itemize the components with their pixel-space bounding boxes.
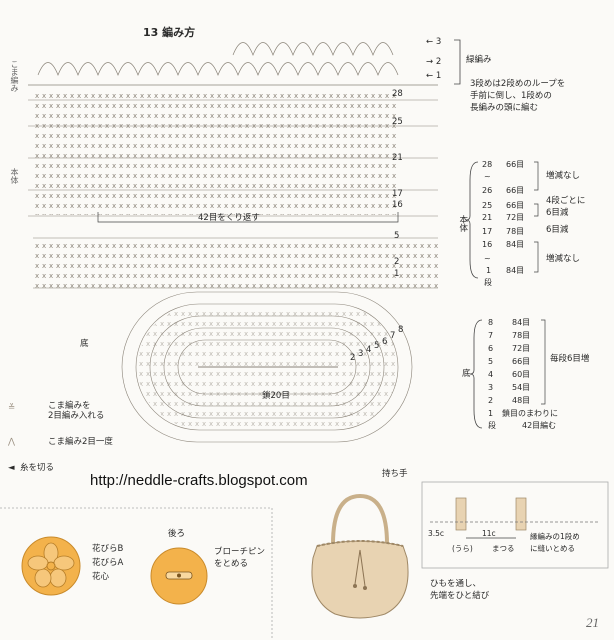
symbol-legend: ≚ こま編みを 2目編み入れる ⋀ こま編み2目一度 ◄ 糸を切る: [8, 401, 128, 482]
body-round-17: 17: [392, 189, 403, 199]
edging-label: 緑編み: [466, 55, 492, 65]
detail-fold: まつる: [492, 544, 515, 553]
body-note-3: 6目減: [546, 208, 569, 218]
body-round-16: 16: [392, 200, 403, 210]
body-chart: x: [28, 42, 438, 289]
detail-note-1: 縁編みの1段め: [530, 532, 580, 541]
body-round-28: 28: [392, 89, 403, 99]
bag-illustration: [311, 493, 409, 619]
back-label: 後ろ: [168, 529, 186, 539]
body-table-bracket: [466, 161, 479, 279]
legend-symbol-cut: ◄: [8, 463, 15, 473]
base-label: 底: [80, 339, 89, 349]
base-round-numbers: 2 3 4 5 6 7 8: [350, 325, 404, 363]
detail-note-2: に縫いとめる: [530, 544, 575, 553]
handle-label: 持ち手: [382, 469, 408, 479]
legend-symbol-decrease: ⋀: [8, 437, 15, 447]
body-table-side-label: 本体: [457, 215, 468, 232]
flower-label-petal-b: 花びらB: [92, 544, 124, 554]
page-number: 21: [586, 615, 599, 630]
string-note-2: 先端をひと結び: [430, 591, 490, 601]
base-table-note: 毎段6目増: [550, 354, 590, 364]
string-note-1: ひもを通し、: [430, 579, 482, 589]
body-round-21: 21: [392, 153, 403, 163]
body-note-4: 6目減: [546, 225, 569, 235]
flower-back-illustration: [150, 547, 208, 605]
left-label-body: 本体: [10, 168, 19, 184]
blog-url: http://neddle-crafts.blogspot.com: [90, 472, 308, 489]
base-table-right-bracket: [541, 319, 546, 405]
legend-text-cut: 糸を切る: [20, 463, 55, 473]
bottom-section-lines: [0, 507, 273, 638]
legend-text-decrease: こま編み2目一度: [48, 437, 113, 447]
chain-label: 鎖20目: [262, 391, 290, 401]
flower-label-center: 花心: [92, 572, 110, 582]
base-table-side-label: 底: [462, 369, 471, 379]
body-table-right-brackets: [534, 161, 539, 273]
rounds-legend: ← 3 → 2 ← 1: [420, 37, 480, 84]
body-round-25: 25: [392, 117, 403, 127]
detail-length: 11c: [482, 529, 496, 538]
body-note-1: 増減なし: [546, 171, 581, 181]
legend-arrow-3: ← 3: [426, 37, 442, 47]
legend-arrow-1: ← 1: [426, 71, 442, 81]
body-note-5: 増減なし: [546, 254, 581, 264]
lower-round-5: 5: [394, 231, 400, 241]
detail-back: (うら): [452, 544, 473, 553]
lower-round-2: 2: [394, 257, 400, 267]
brooch-note-1: ブローチピン: [214, 547, 266, 557]
flower-label-petal-a: 花びらA: [92, 558, 124, 568]
handle-detail: [421, 481, 609, 569]
left-label-edging: こま編み: [10, 60, 19, 92]
legend-symbol-increase: ≚: [8, 403, 16, 413]
legend-text-increase: こま編みを 2目編み入れる: [48, 401, 105, 421]
base-table-bracket: [470, 319, 483, 429]
legend-bracket: [454, 39, 461, 85]
page-title: 13 編み方: [143, 26, 196, 39]
legend-arrow-2: → 2: [426, 57, 442, 67]
brooch-note-2: をとめる: [214, 559, 249, 569]
base-chart: [121, 291, 413, 443]
body-note-2: 4段ごとに: [546, 196, 586, 206]
lower-round-1: 1: [394, 269, 400, 279]
repeat-label: 42目をくり返す: [198, 213, 260, 223]
detail-size: 3.5c: [428, 529, 445, 538]
flower-illustration: [21, 536, 81, 596]
